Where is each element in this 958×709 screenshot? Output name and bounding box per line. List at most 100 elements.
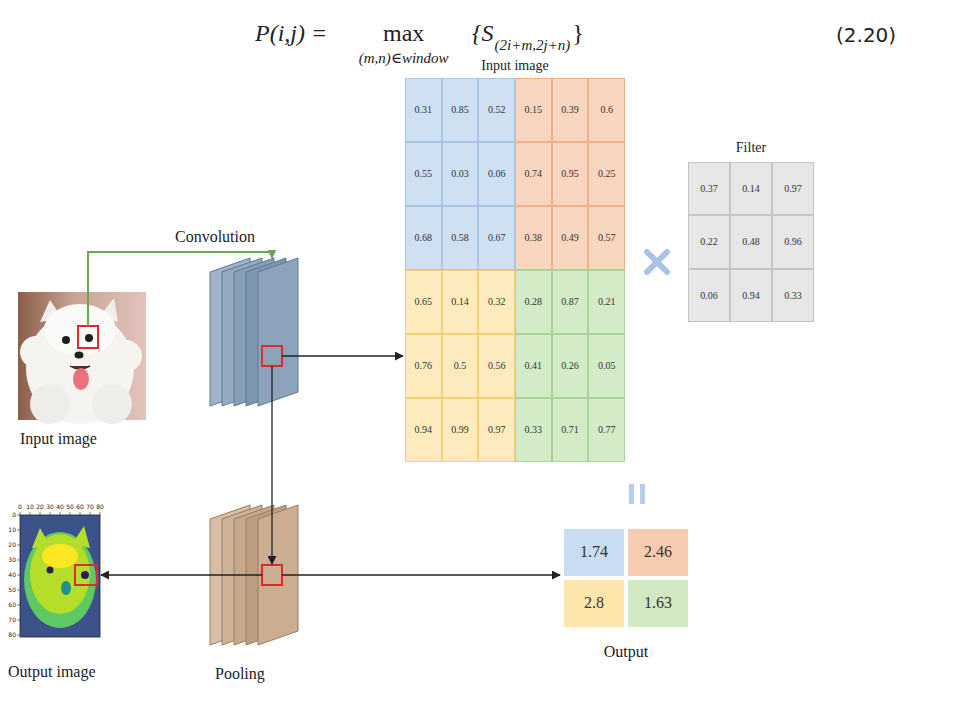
input-matrix-cell: 0.58 — [442, 206, 479, 270]
matrix-value: 0.41 — [525, 360, 543, 372]
filter-matrix-cell: 0.33 — [772, 269, 814, 322]
axis-tick-label: 30 — [46, 504, 54, 511]
axis-tick-label: 40 — [56, 504, 64, 511]
axis-tick-label: 70 — [8, 617, 16, 624]
matrix-value: 0.32 — [488, 296, 506, 308]
input-matrix-cell: 0.25 — [588, 142, 625, 206]
axis-tick-label: 0 — [18, 504, 22, 511]
input-matrix: Input image0.310.850.520.150.390.60.550.… — [405, 78, 625, 462]
matrix-value: 0.5 — [454, 360, 467, 372]
matrix-value: 0.05 — [598, 360, 616, 372]
axis-tick-label: 20 — [8, 542, 16, 549]
node-heading: Pooling — [215, 665, 265, 683]
output-matrix-cell: 1.63 — [627, 579, 689, 628]
axis-tick-label: 20 — [36, 504, 44, 511]
matrix-value: 0.65 — [415, 296, 433, 308]
filter-matrix-cell: 0.48 — [730, 215, 772, 268]
node-heading: Output — [604, 643, 648, 661]
matrix-value: 0.95 — [561, 168, 579, 180]
axis-tick-label: 10 — [26, 504, 34, 511]
filter-matrix-cell: 0.96 — [772, 215, 814, 268]
input-matrix-cell: 0.95 — [552, 142, 589, 206]
matrix-value: 0.06 — [700, 290, 718, 302]
flow-arrow — [101, 574, 262, 575]
matrix-value: 0.55 — [415, 168, 433, 180]
matrix-value: 0.71 — [561, 424, 579, 436]
formula-subscript: (m,n)∈window — [359, 50, 449, 67]
input-matrix-cell: 0.94 — [405, 398, 442, 462]
matrix-value: 0.97 — [488, 424, 506, 436]
input-matrix-cell: 0.55 — [405, 142, 442, 206]
output-matrix-cell: 2.8 — [563, 579, 625, 628]
filter-matrix-cell: 0.14 — [730, 162, 772, 215]
output-matrix-cell: 1.74 — [563, 528, 625, 577]
matrix-value: 0.94 — [742, 290, 760, 302]
axis-tick-label: 80 — [8, 632, 16, 639]
axis-tick-label: 80 — [96, 504, 104, 511]
matrix-value: 0.15 — [525, 104, 543, 116]
filter-matrix-cell: 0.97 — [772, 162, 814, 215]
formula-text: P(i,j) = — [255, 20, 327, 48]
input-matrix-cell: 0.71 — [552, 398, 589, 462]
flow-arrow — [271, 366, 272, 564]
input-matrix-cell: 0.87 — [552, 270, 589, 334]
flow-arrow — [282, 355, 403, 356]
matrix-value: 0.52 — [488, 104, 506, 116]
output-image: Output image — [20, 515, 100, 637]
axis-tick-label: 10 — [8, 527, 16, 534]
input-matrix-cell: 0.14 — [442, 270, 479, 334]
input-connector — [88, 252, 272, 326]
dog-photo — [18, 292, 146, 424]
matrix-value: 0.14 — [451, 296, 469, 308]
input-matrix-cell: 0.6 — [588, 78, 625, 142]
matrix-value: 1.74 — [580, 543, 608, 561]
node-heading: Input image — [481, 58, 548, 74]
matrix-value: 0.14 — [742, 183, 760, 195]
input-matrix-cell: 0.05 — [588, 334, 625, 398]
input-matrix-cell: 0.68 — [405, 206, 442, 270]
input-matrix-cell: 0.28 — [515, 270, 552, 334]
convolution-layer-stack — [210, 258, 298, 406]
input-matrix-cell: 0.49 — [552, 206, 589, 270]
input-matrix-cell: 0.56 — [478, 334, 515, 398]
input-matrix-cell: 0.65 — [405, 270, 442, 334]
matrix-value: 0.67 — [488, 232, 506, 244]
input-matrix-cell: 0.06 — [478, 142, 515, 206]
matrix-value: 0.68 — [415, 232, 433, 244]
filter-matrix-cell: 0.37 — [688, 162, 730, 215]
matrix-value: 0.31 — [415, 104, 433, 116]
input-matrix-cell: 0.03 — [442, 142, 479, 206]
filter-matrix-cell: 0.06 — [688, 269, 730, 322]
matrix-value: 0.77 — [598, 424, 616, 436]
axis-tick-label: 40 — [8, 572, 16, 579]
matrix-value: 0.39 — [561, 104, 579, 116]
input-matrix-cell: 0.15 — [515, 78, 552, 142]
convolution-stack: Convolution — [205, 258, 315, 406]
flow-arrow — [282, 574, 560, 575]
axis-tick-label: 60 — [8, 602, 16, 609]
matrix-value: 0.48 — [742, 236, 760, 248]
filter-matrix: Filter0.370.140.970.220.480.960.060.940.… — [688, 162, 814, 322]
matrix-value: 0.22 — [700, 236, 718, 248]
input-matrix-cell: 0.76 — [405, 334, 442, 398]
matrix-value: 0.94 — [415, 424, 433, 436]
input-matrix-cell: 0.85 — [442, 78, 479, 142]
input-matrix-cell: 0.5 — [442, 334, 479, 398]
input-photo: Input image — [18, 292, 146, 420]
axis-ticks — [17, 512, 100, 635]
matrix-value: 2.8 — [584, 594, 604, 612]
node-heading: Convolution — [175, 228, 255, 246]
axis-tick-label: 50 — [66, 504, 74, 511]
matrix-value: 0.06 — [488, 168, 506, 180]
matrix-value: 0.85 — [451, 104, 469, 116]
pooling-stack: Pooling — [205, 505, 315, 645]
axis-tick-label: 0 — [12, 512, 16, 519]
matrix-value: 0.21 — [598, 296, 616, 308]
input-matrix-cell: 0.97 — [478, 398, 515, 462]
input-matrix-cell: 0.99 — [442, 398, 479, 462]
input-matrix-cell: 0.67 — [478, 206, 515, 270]
input-matrix-cell: 0.39 — [552, 78, 589, 142]
filter-matrix-cell: 0.94 — [730, 269, 772, 322]
matrix-value: 0.76 — [415, 360, 433, 372]
input-matrix-cell: 0.57 — [588, 206, 625, 270]
